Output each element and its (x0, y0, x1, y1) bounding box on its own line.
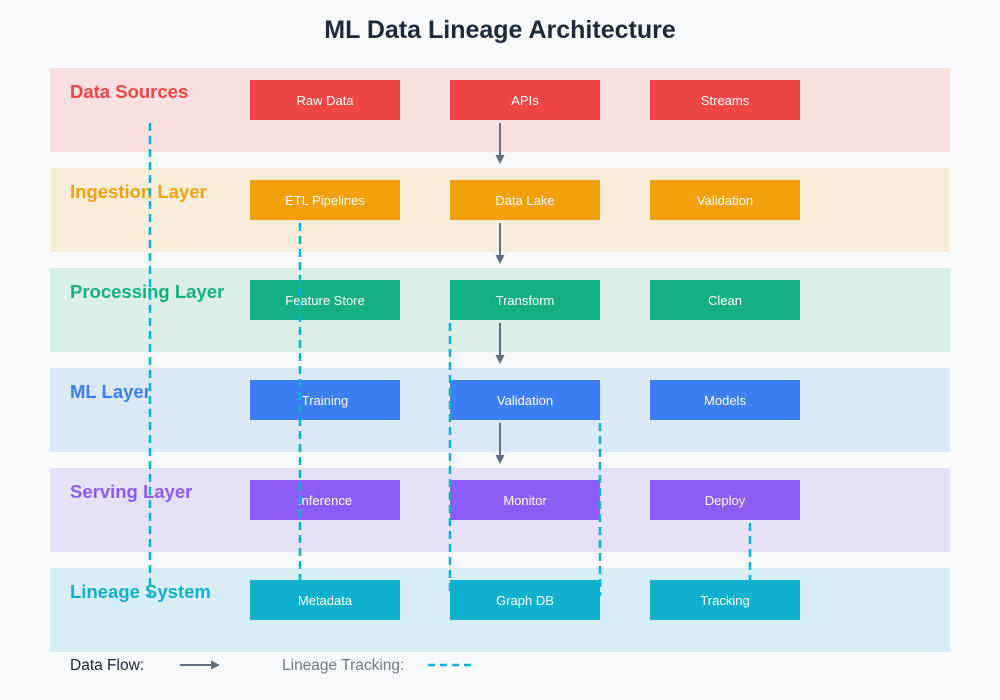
node-deploy: Deploy (650, 480, 800, 520)
node-validation-ingest: Validation (650, 180, 800, 220)
layer-band-lineage: Lineage System Metadata Graph DB Trackin… (50, 568, 950, 652)
node-apis: APIs (450, 80, 600, 120)
layer-label: Data Sources (70, 81, 189, 102)
node-transform: Transform (450, 280, 600, 320)
layer-band-ml: ML Layer Training Validation Models (50, 368, 950, 452)
legend-data-flow-label: Data Flow: (70, 657, 145, 674)
layer-band-processing: Processing Layer Feature Store Transform… (50, 268, 950, 352)
node-training: Training (250, 380, 400, 420)
node-models: Models (650, 380, 800, 420)
node-monitor: Monitor (450, 480, 600, 520)
legend-lineage-tracking-label: Lineage Tracking: (282, 657, 405, 674)
layer-label: Serving Layer (70, 481, 193, 502)
node-data-lake: Data Lake (450, 180, 600, 220)
layer-label: Ingestion Layer (70, 181, 207, 202)
layer-label: Lineage System (70, 581, 211, 602)
node-tracking: Tracking (650, 580, 800, 620)
node-raw-data: Raw Data (250, 80, 400, 120)
node-feature-store: Feature Store (250, 280, 400, 320)
layer-label: Processing Layer (70, 281, 225, 302)
node-inference: Inference (250, 480, 400, 520)
layer-band-data-sources: Data Sources Raw Data APIs Streams (50, 68, 950, 152)
layer-label: ML Layer (70, 381, 151, 402)
diagram-title: ML Data Lineage Architecture (324, 16, 676, 44)
layer-band-serving: Serving Layer Inference Monitor Deploy (50, 468, 950, 552)
node-clean: Clean (650, 280, 800, 320)
node-graph-db: Graph DB (450, 580, 600, 620)
node-etl-pipelines: ETL Pipelines (250, 180, 400, 220)
node-validation-ml: Validation (450, 380, 600, 420)
layer-band-ingestion: Ingestion Layer ETL Pipelines Data Lake … (50, 168, 950, 252)
node-streams: Streams (650, 80, 800, 120)
node-metadata: Metadata (250, 580, 400, 620)
